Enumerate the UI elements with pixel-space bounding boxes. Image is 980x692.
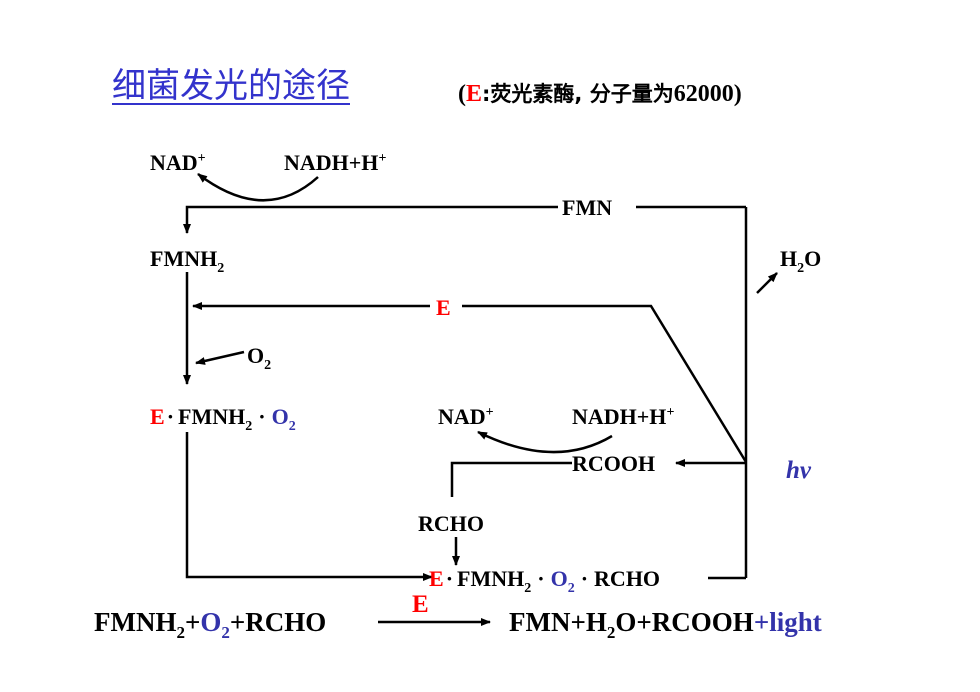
page-title: 细菌发光的途径 <box>112 66 350 106</box>
equation-products: FMN+H2O+RCOOH+light <box>509 607 822 642</box>
enzyme-description: :荧光素酶, 分子量为 <box>482 82 674 106</box>
complex1-label: E·FMNH2·O2 <box>150 404 296 434</box>
o2-arrow <box>195 350 245 365</box>
catalyst-label: E <box>412 591 429 618</box>
nadh-mid: NADH+H+ <box>572 404 674 429</box>
complex-path-left <box>185 432 433 581</box>
h2o-arrow <box>756 272 778 294</box>
molecular-weight: 62000 <box>673 81 734 107</box>
fmn-label: FMN <box>562 195 612 220</box>
nad-plus-mid: NAD+ <box>438 404 494 429</box>
o2-label: O2 <box>247 343 271 373</box>
enzyme-label-mid: E <box>436 295 451 320</box>
nadh-to-nad-curve-top <box>197 173 319 202</box>
nadh-top: NADH+H+ <box>284 150 386 175</box>
h2o-label: H2O <box>780 246 821 276</box>
fmn-return-line <box>183 205 558 234</box>
enzyme-return-right <box>462 304 748 463</box>
complex2-label: E·FMNH2·O2·RCHO <box>429 566 660 596</box>
equation-reactants: FMNH2+O2+RCHO <box>94 607 326 642</box>
rcho-label: RCHO <box>418 511 484 536</box>
nadh-to-nad-curve-mid <box>477 430 613 454</box>
subtitle: (E:荧光素酶, 分子量为62000) <box>458 81 742 107</box>
nad-plus-top: NAD+ <box>150 150 206 175</box>
rcooh-to-rcho-line <box>450 461 572 497</box>
enzyme-symbol: E <box>466 81 483 107</box>
rcooh-label: RCOOH <box>572 451 655 476</box>
hv-label: hv <box>786 457 812 484</box>
fmnh2-label: FMNH2 <box>150 246 224 276</box>
